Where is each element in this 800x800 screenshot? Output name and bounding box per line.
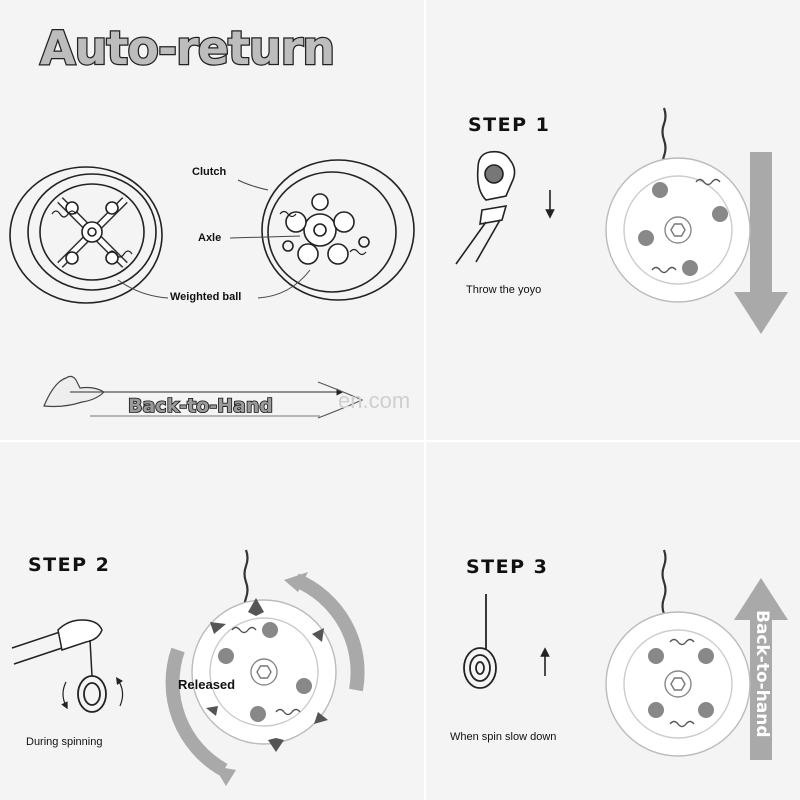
panel-step-3 (426, 442, 800, 800)
back-to-hand-vertical-text: Back-to-hand (752, 610, 772, 738)
label-clutch: Clutch (192, 166, 227, 178)
hand-holding-string-icon (11, 619, 103, 677)
step-3-caption: When spin slow down (450, 731, 557, 743)
step-3-heading: STEP 3 (466, 556, 549, 578)
callout-weighted-ball-left (117, 279, 169, 299)
step-2-caption: During spinning (26, 736, 103, 748)
yoyo-step-1 (605, 157, 751, 303)
centrifugal-arrows (206, 598, 328, 752)
yoyo-returning-icon (463, 594, 497, 689)
big-up-arrow-icon (734, 578, 788, 760)
yoyo-spinning-icon (61, 675, 124, 713)
released-label: Released (178, 677, 236, 692)
rotation-arrowhead-right (284, 572, 308, 592)
callout-clutch (237, 179, 269, 191)
panel-step-2 (0, 442, 424, 800)
step-1-caption: Throw the yoyo (466, 284, 542, 296)
yoyo-step-3 (605, 611, 751, 757)
step-1-heading: STEP 1 (468, 114, 551, 136)
callout-axle (229, 235, 301, 239)
rotation-arc-right (293, 573, 365, 692)
title-text: Auto-return (40, 21, 334, 75)
big-down-arrow-icon (734, 152, 788, 334)
yoyo-half-left (9, 166, 163, 304)
rotation-arrowhead-left (214, 766, 236, 786)
back-to-hand-text: Back-to-Hand (128, 395, 273, 417)
back-to-hand-banner: Back-to-Hand en.com (43, 375, 410, 419)
step-2-heading: STEP 2 (28, 554, 111, 576)
yoyo-half-right (261, 159, 415, 301)
callout-weighted-ball-right (257, 269, 311, 299)
label-axle: Axle (198, 232, 222, 244)
yoyo-step-2 (191, 599, 337, 745)
hand-throwing-icon (455, 150, 516, 265)
watermark-text: en.com (338, 388, 410, 413)
rotation-arc-left (165, 647, 228, 777)
label-weighted-ball: Weighted ball (170, 291, 242, 303)
